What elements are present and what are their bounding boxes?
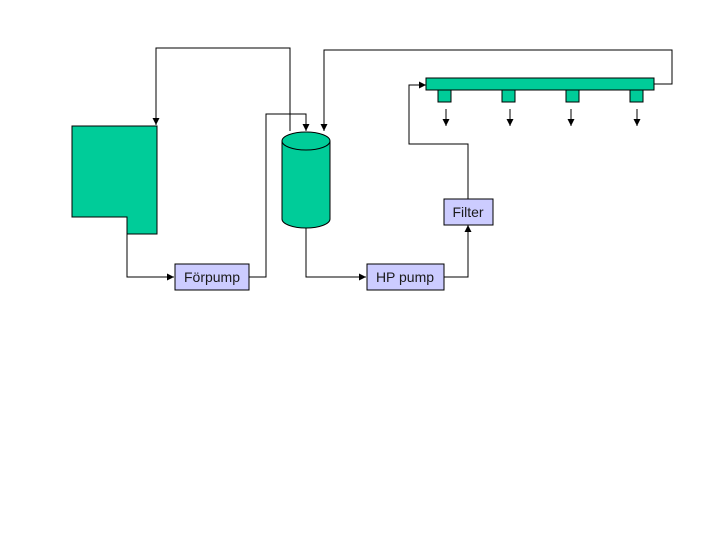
forpump-label: Förpump (184, 269, 240, 285)
hp-pump-node: HP pump (366, 263, 445, 291)
injector-4 (629, 89, 644, 103)
forpump-node: Förpump (174, 263, 250, 291)
filter-label: Filter (452, 204, 483, 220)
edge-canister-to-tank (152, 47, 291, 131)
injector-1 (437, 89, 452, 103)
fuel-rail (425, 77, 655, 91)
fuel-tank (71, 125, 158, 235)
injector-2 (501, 89, 516, 103)
edge-canister-to-hp-pump (305, 228, 366, 281)
hp-pump-label: HP pump (376, 269, 434, 285)
edge-filter-to-rail (408, 81, 469, 199)
injector-3 (565, 89, 580, 103)
edge-hp-pump-to-filter (444, 225, 472, 278)
fuel-canister (281, 131, 331, 229)
edge-forpump-to-canister (249, 113, 310, 278)
edge-rail-to-canister (320, 49, 673, 131)
edge-tank-to-forpump (126, 234, 174, 281)
filter-node: Filter (443, 198, 494, 226)
